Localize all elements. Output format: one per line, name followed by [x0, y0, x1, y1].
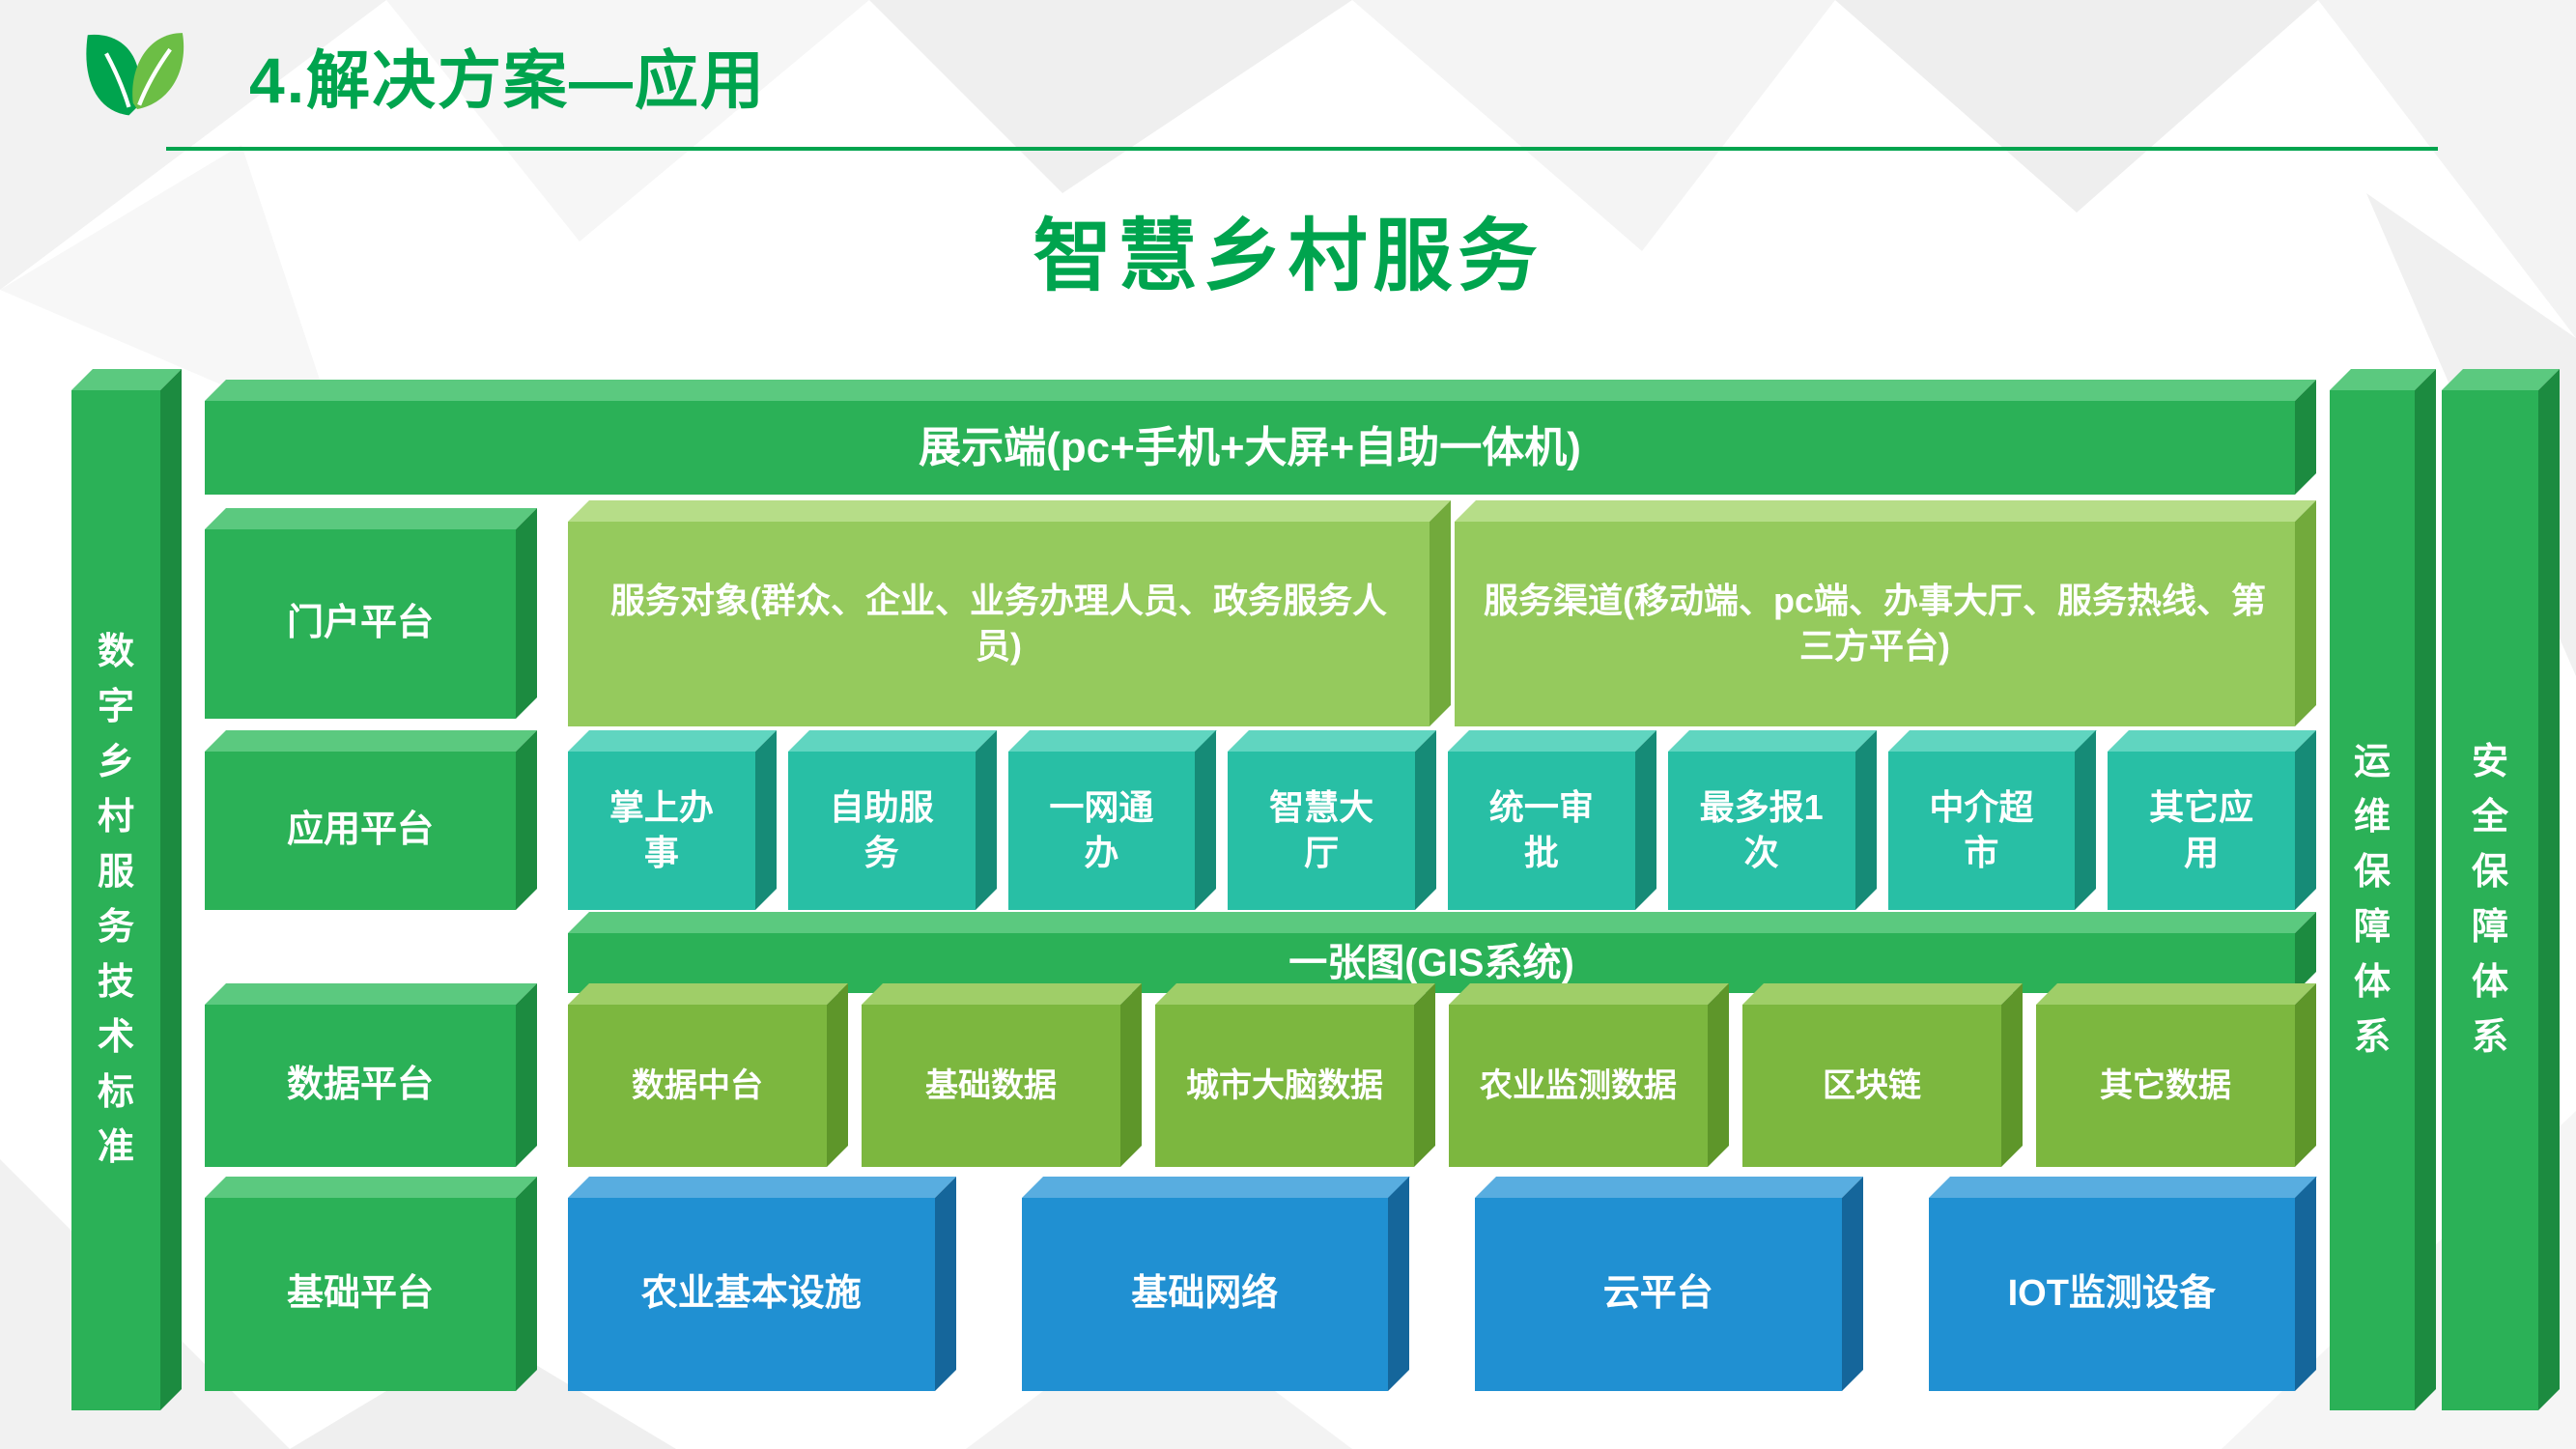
box-agri-monitor-data: 农业监测数据: [1449, 1005, 1708, 1167]
pillar-ops-support: 运维保障体系: [2330, 390, 2415, 1410]
box-iot-devices: IOT监测设备: [1928, 1198, 2295, 1391]
box-unified-approval: 统一审批: [1448, 752, 1635, 910]
bar-gis-map-label: 一张图(GIS系统): [1288, 942, 1574, 984]
pillar-tech-standard-label: 数字乡村服务技术标准: [97, 632, 134, 1168]
box-agency-market: 中介超市: [1887, 752, 2076, 910]
row-label-app-platform: 应用平台: [205, 752, 516, 910]
base-row: 农业基本设施 基础网络 云平台 IOT监测设备: [568, 1198, 2295, 1391]
box-other-apps: 其它应用: [2108, 752, 2295, 910]
diagram-title: 智慧乡村服务: [1033, 213, 1543, 300]
row-label-portal-platform: 门户平台: [205, 529, 516, 719]
box-agri-infrastructure: 农业基本设施: [568, 1198, 935, 1391]
pillar-tech-standard: 数字乡村服务技术标准: [71, 390, 160, 1410]
box-cloud-platform: 云平台: [1475, 1198, 1842, 1391]
box-report-once: 最多报1次: [1667, 752, 1855, 910]
title-underline: [166, 147, 2438, 151]
box-smart-hall: 智慧大厅: [1228, 752, 1415, 910]
box-other-data: 其它数据: [2036, 1005, 2295, 1167]
box-self-service: 自助服务: [787, 752, 976, 910]
bar-display-terminal: 展示端(pc+手机+大屏+自助一体机): [205, 401, 2295, 495]
box-service-targets: 服务对象(群众、企业、业务办理人员、政务服务人员): [568, 522, 1430, 726]
pillar-security-support: 安全保障体系: [2442, 390, 2538, 1410]
leaf-logo: [86, 33, 184, 116]
box-basic-data: 基础数据: [862, 1005, 1120, 1167]
box-basic-network: 基础网络: [1021, 1198, 1388, 1391]
box-mobile-services: 掌上办事: [568, 752, 755, 910]
bar-display-terminal-label: 展示端(pc+手机+大屏+自助一体机): [919, 423, 1581, 471]
box-city-brain-data: 城市大脑数据: [1155, 1005, 1414, 1167]
pillar-security-support-label: 安全保障体系: [2471, 742, 2508, 1058]
row-label-data-platform: 数据平台: [205, 1005, 516, 1167]
box-data-middle-platform: 数据中台: [568, 1005, 827, 1167]
box-one-network: 一网通办: [1007, 752, 1196, 910]
page-title: 4.解决方案—应用: [249, 44, 767, 116]
application-row: 掌上办事 自助服务 一网通办 智慧大厅 统一审批 最多报1次 中介超市 其它应用: [568, 752, 2295, 910]
data-row: 数据中台 基础数据 城市大脑数据 农业监测数据 区块链 其它数据: [568, 1005, 2295, 1167]
pillar-ops-support-label: 运维保障体系: [2353, 742, 2391, 1058]
row-label-base-platform: 基础平台: [205, 1198, 516, 1391]
box-blockchain: 区块链: [1742, 1005, 2001, 1167]
box-service-channels: 服务渠道(移动端、pc端、办事大厅、服务热线、第三方平台): [1455, 522, 2295, 726]
